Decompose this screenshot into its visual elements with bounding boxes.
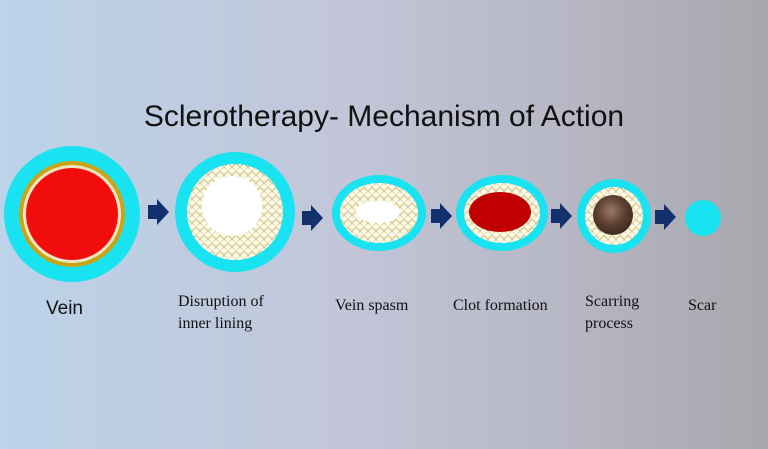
stage-vein-spasm [332, 175, 426, 251]
arrow-icon-1 [148, 199, 169, 225]
label-vein-line-1: Vein [46, 298, 83, 319]
label-scarring-line-2: process [585, 315, 633, 332]
arrow-icon-5 [655, 204, 676, 230]
scar-dot [685, 200, 721, 236]
label-vein-spasm: Vein spasm [335, 295, 408, 317]
label-vein: Vein [46, 298, 83, 320]
clot-mass [469, 192, 531, 232]
label-scar-line-1: Scar [688, 297, 717, 314]
arrow-icon-2 [302, 205, 323, 231]
label-scarring-process: Scarring process [585, 291, 639, 335]
stage-disruption [175, 152, 295, 272]
label-disruption-line-2: inner lining [178, 315, 253, 332]
label-vein-spasm-line-1: Vein spasm [335, 297, 409, 314]
label-disruption: Disruption of inner lining [178, 291, 264, 335]
scarring-core [593, 195, 633, 235]
stage-vein [4, 146, 140, 282]
stage-scarring-process [577, 179, 651, 253]
label-scarring-line-1: Scarring [585, 293, 640, 310]
stage-clot-formation [456, 175, 548, 251]
arrow-icon-4 [551, 203, 572, 229]
label-clot-formation-line-1: Clot formation [453, 297, 548, 314]
label-clot-formation: Clot formation [453, 295, 548, 317]
label-disruption-line-1: Disruption of [178, 293, 264, 310]
diagram-title: Sclerotherapy- Mechanism of Action [143, 100, 625, 133]
stage-scar [685, 200, 721, 236]
arrow-icon-3 [431, 203, 452, 229]
disruption-lumen [202, 176, 262, 236]
vein-blood [26, 168, 118, 260]
spasm-lumen [356, 201, 400, 223]
label-scar: Scar [688, 295, 716, 317]
